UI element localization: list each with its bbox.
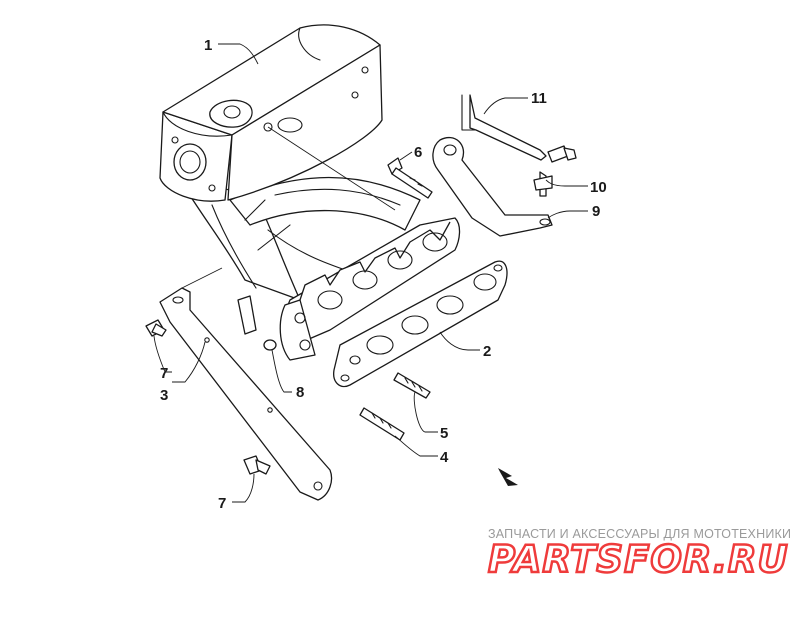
- watermark-caption: ЗАПЧАСТИ И АКСЕССУАРЫ ДЛЯ МОТОТЕХНИКИ: [488, 527, 792, 541]
- leader-lines: [153, 43, 588, 503]
- part-11-bracket: [461, 94, 547, 161]
- callout-11: 11: [531, 90, 547, 107]
- callout-4: 4: [440, 449, 449, 466]
- part-9-bracket: [432, 136, 553, 237]
- callout-labels: 1 11 6 10 9 2 5 4 8 7 3 7: [160, 37, 607, 512]
- direction-arrow-icon: [498, 468, 518, 486]
- callout-2: 2: [483, 343, 491, 360]
- callout-9: 9: [592, 203, 600, 220]
- callout-8: 8: [296, 384, 304, 401]
- part-10-bolts: [533, 145, 577, 197]
- part-5-stud: [393, 372, 431, 399]
- part-4-stud: [359, 407, 405, 441]
- callout-7-upper: 7: [160, 365, 168, 382]
- part-8-manifold: [237, 217, 461, 361]
- callout-6: 6: [414, 144, 422, 161]
- part-6-bolt: [387, 157, 433, 199]
- callout-5: 5: [440, 425, 448, 442]
- callout-3: 3: [160, 387, 168, 404]
- part-7-bolt-upper: [145, 319, 167, 337]
- callout-10: 10: [590, 179, 607, 196]
- part-7-bolt-lower: [243, 455, 271, 475]
- part-1-muffler: [159, 24, 421, 301]
- part-3-strap: [159, 267, 333, 501]
- watermark-logo: PARTSFOR.RU: [487, 537, 789, 583]
- part-2-gasket: [333, 260, 508, 388]
- callout-7-lower: 7: [218, 495, 226, 512]
- callout-1: 1: [204, 37, 212, 54]
